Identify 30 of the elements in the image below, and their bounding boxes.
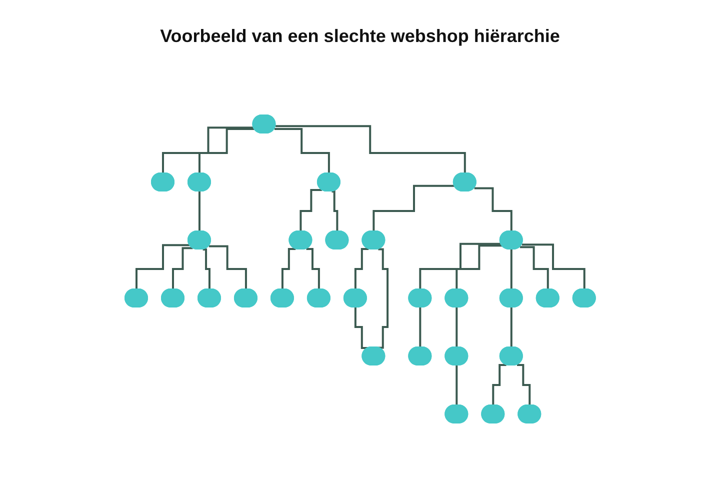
connector: [135, 244, 190, 290]
connector: [510, 306, 512, 348]
title: Voorbeeld van een slechte webshop hiërarchie: [160, 26, 560, 47]
connector: [354, 247, 368, 290]
connector: [418, 242, 501, 290]
connector: [198, 128, 254, 174]
connector: [418, 306, 422, 348]
connector: [306, 247, 320, 290]
connector: [300, 188, 322, 232]
connector: [172, 246, 193, 290]
connector: [455, 244, 502, 290]
connector: [516, 363, 531, 406]
connector: [455, 364, 458, 406]
connector: [522, 243, 586, 290]
connector: [198, 190, 201, 232]
connector: [274, 128, 330, 174]
connector: [162, 126, 254, 174]
connector: [520, 246, 549, 290]
connector: [378, 248, 388, 348]
connector: [510, 248, 512, 290]
connector: [372, 184, 454, 232]
connector: [275, 124, 466, 174]
connector: [332, 190, 338, 232]
connector: [281, 247, 296, 290]
connector: [455, 306, 458, 348]
connector: [474, 186, 512, 232]
connector: [202, 248, 211, 290]
connector: [492, 363, 506, 406]
connector: [208, 244, 248, 290]
connector: [354, 306, 368, 349]
